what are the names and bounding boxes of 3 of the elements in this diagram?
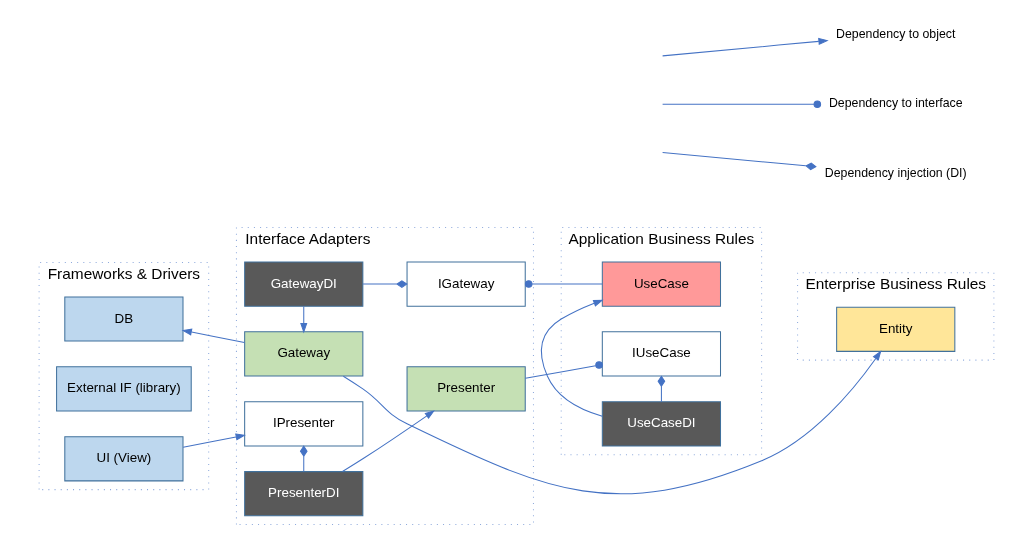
legend-label: Dependency injection (DI) — [824, 166, 967, 181]
legend-label: Dependency to interface — [828, 96, 963, 111]
legend-label: Dependency to object — [836, 26, 956, 41]
